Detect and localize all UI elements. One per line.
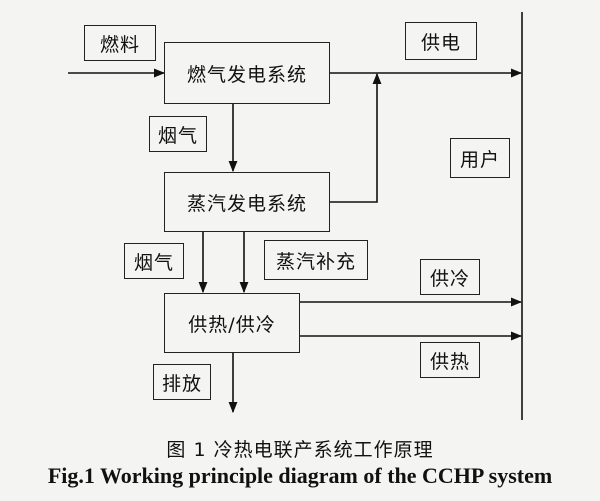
steam-power-system-box: 蒸汽发电系统 [164,172,330,232]
user-box: 用户 [450,138,510,178]
steam-supplement-box: 蒸汽补充 [264,240,368,280]
gas-turbine-system-box: 燃气发电系统 [164,42,330,104]
steam-power-arrow [330,72,382,203]
exhaust-box: 排放 [153,364,211,400]
supply-heating-box: 供热 [420,342,480,378]
figure-caption-english: Fig.1 Working principle diagram of the C… [47,463,553,488]
supply-power-box: 供电 [405,22,477,60]
flue-gas-box-1: 烟气 [149,116,207,152]
flue-gas-box-2: 烟气 [124,243,184,279]
figure-caption-chinese: 图 1 冷热电联产系统工作原理 [166,439,434,461]
fuel-box: 燃料 [84,25,156,61]
supply-cooling-box: 供冷 [420,259,480,295]
heating-cooling-box: 供热/供冷 [164,293,300,353]
